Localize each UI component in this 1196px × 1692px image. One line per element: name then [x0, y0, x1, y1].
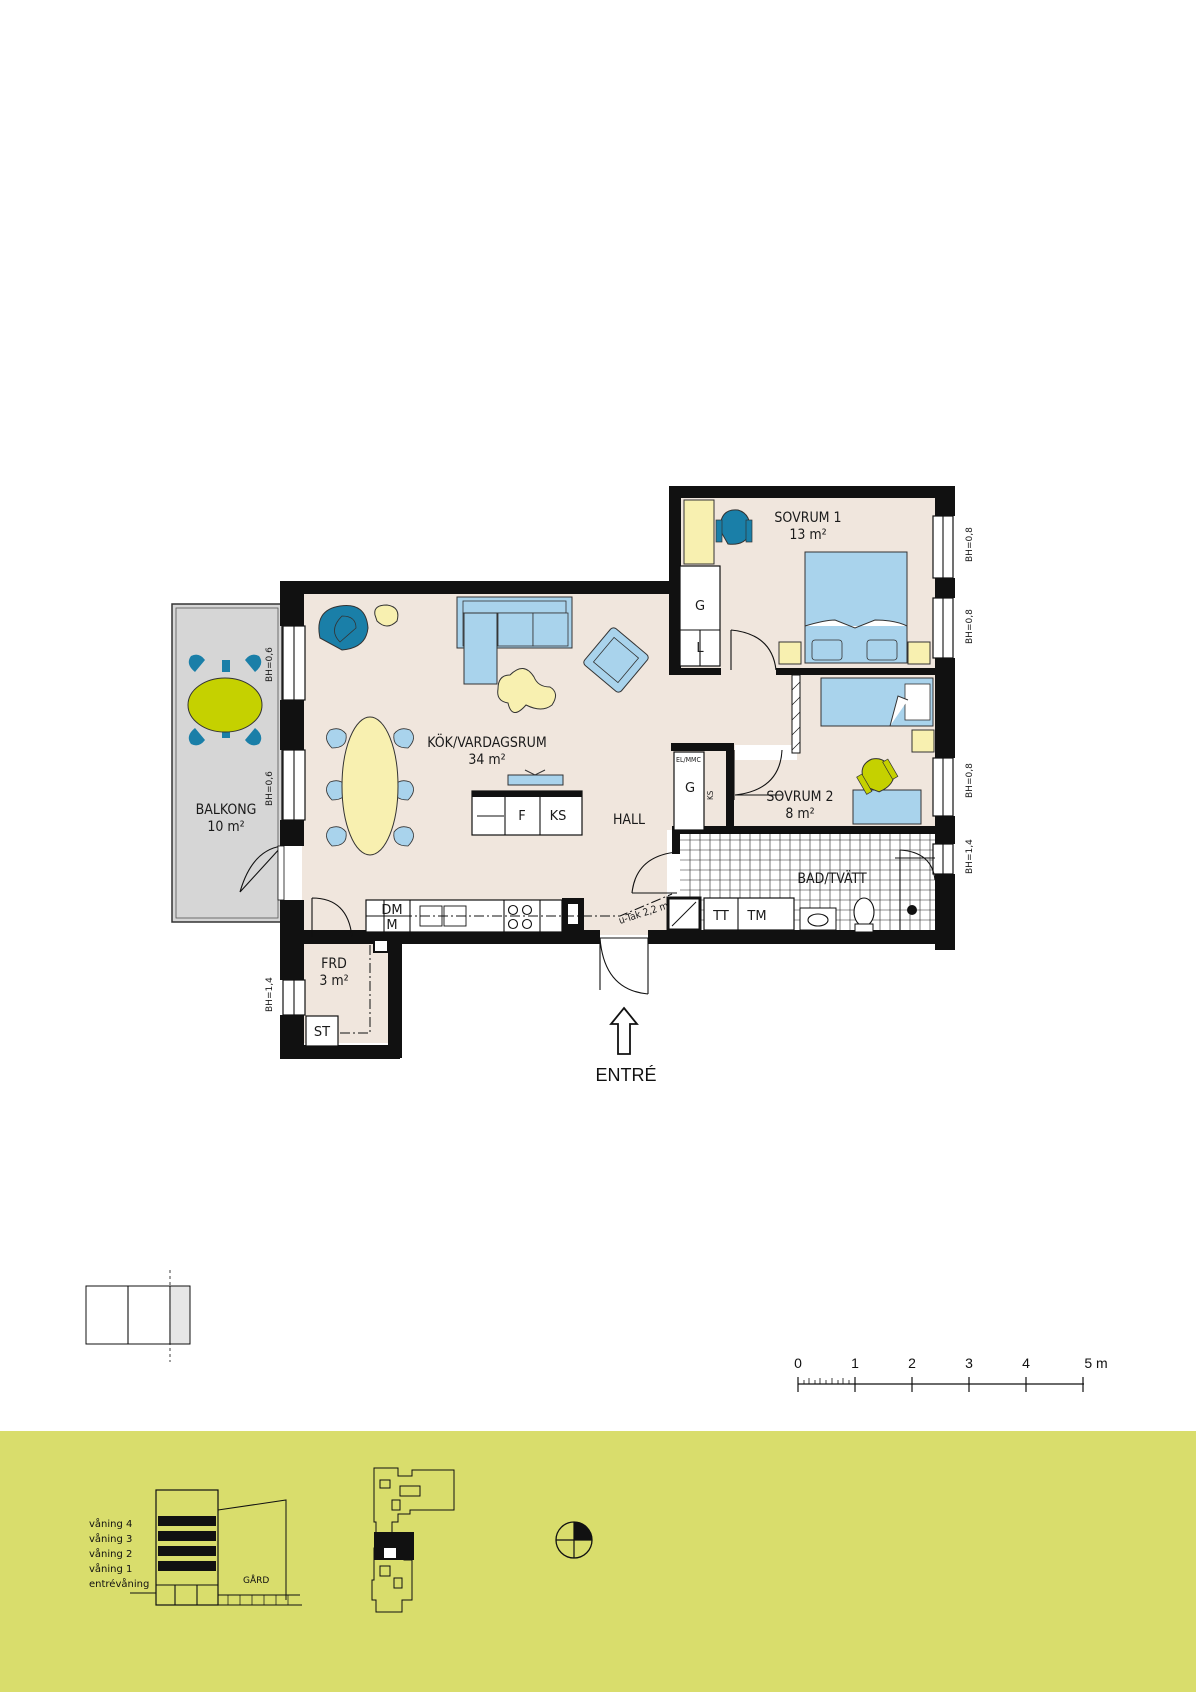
- kitchen-island: F KS: [471, 790, 583, 836]
- fixture-tm: TM: [746, 909, 766, 924]
- scale-tick-4: 4: [1022, 1355, 1030, 1371]
- scale-tick-2: 2: [908, 1355, 916, 1371]
- building-plan: [371, 1467, 455, 1613]
- fixture-m: M: [386, 918, 397, 933]
- key-plan-small: [85, 1270, 191, 1362]
- bh-bad: BH=1,4: [965, 839, 975, 874]
- scale-tick-5: 5 m: [1084, 1355, 1107, 1371]
- fixture-el-mmc: EL/MMC: [676, 756, 701, 764]
- lounge-chair: [318, 604, 369, 651]
- room-kok-name: KÖK/VARDAGSRUM: [427, 733, 546, 751]
- el-mmc-closet: G EL/MMC KS: [673, 751, 715, 831]
- wardrobe-sovrum1: G L: [679, 565, 721, 667]
- bh-sovrum1-b: BH=0,8: [965, 609, 975, 644]
- bh-sovrum2: BH=0,8: [965, 763, 975, 798]
- double-bed: [778, 551, 931, 665]
- room-hall-name: HALL: [613, 812, 645, 828]
- room-balkong-name: BALKONG: [196, 802, 257, 818]
- room-sovrum1-name: SOVRUM 1: [774, 510, 841, 526]
- entrance-marker: ENTRÉ: [595, 1006, 657, 1085]
- sofa: [456, 596, 573, 685]
- room-sovrum2-area: 8 m²: [785, 806, 814, 822]
- furniture: F KS DM M G L: [318, 499, 936, 933]
- desk-chair-s2: [856, 758, 899, 795]
- room-frd-area: 3 m²: [319, 973, 348, 989]
- frd-storage: ST: [305, 945, 371, 1047]
- bh-frd: BH=1,4: [265, 977, 275, 1012]
- room-balkong-area: 10 m²: [207, 819, 244, 835]
- laundry: TT TM: [703, 897, 837, 931]
- toilet: [853, 897, 875, 933]
- ceiling-line: [366, 893, 673, 917]
- armchair: [583, 627, 649, 693]
- room-sovrum2-name: SOVRUM 2: [766, 789, 833, 805]
- windows: [282, 515, 954, 1016]
- bh-balkong-1: BH=0,6: [265, 647, 275, 682]
- single-bed: [820, 677, 935, 753]
- doors: [239, 629, 783, 995]
- gard-label: GÅRD: [243, 1574, 269, 1586]
- shower: [895, 849, 936, 930]
- walls: [280, 486, 955, 1059]
- bh-sovrum1-a: BH=0,8: [965, 527, 975, 562]
- room-bad-name: BAD/TVÄTT: [797, 869, 867, 887]
- entrance-label: ENTRÉ: [595, 1065, 656, 1085]
- scale-tick-3: 3: [965, 1355, 973, 1371]
- scale-tick-0: 0: [794, 1355, 802, 1371]
- entrance-arrow-icon: [609, 1006, 639, 1055]
- floor-label-4: våning 4: [89, 1517, 132, 1530]
- fixture-g1: G: [695, 599, 705, 614]
- floor-label-1: våning 1: [89, 1562, 132, 1575]
- floor-label-entre: entrévåning: [89, 1577, 149, 1590]
- building-section: våning 4 våning 3 våning 2 våning 1 entr…: [89, 1489, 302, 1606]
- fixture-dm: DM: [381, 903, 402, 918]
- fixture-ks: KS: [550, 809, 567, 824]
- fixture-f: F: [518, 809, 525, 824]
- balcony-table: [187, 654, 263, 746]
- window-height-notes: BH=0,6 BH=0,6 BH=0,8 BH=0,8 BH=0,8 BH=1,…: [265, 527, 975, 1012]
- room-sovrum1-area: 13 m²: [789, 527, 826, 543]
- fixture-st: ST: [314, 1025, 330, 1040]
- bh-balkong-2: BH=0,6: [265, 771, 275, 806]
- balcony: [171, 603, 283, 923]
- floor-label-3: våning 3: [89, 1532, 132, 1545]
- fixture-g2: G: [685, 781, 695, 796]
- room-frd-name: FRD: [321, 956, 347, 972]
- fixture-ks2: KS: [706, 790, 715, 800]
- fixture-tt: TT: [712, 909, 729, 924]
- room-kok-area: 34 m²: [468, 752, 505, 768]
- desk-chair-s1: [715, 509, 753, 545]
- scale-tick-1: 1: [851, 1355, 859, 1371]
- floor-label-2: våning 2: [89, 1547, 132, 1560]
- scale-bar: 0 1 2 3 4 5 m: [794, 1355, 1108, 1392]
- room-labels: KÖK/VARDAGSRUM 34 m² SOVRUM 1 13 m² SOVR…: [196, 510, 867, 989]
- compass-icon: [555, 1521, 593, 1559]
- fixture-l1: L: [696, 641, 704, 656]
- dining-table: [326, 716, 414, 856]
